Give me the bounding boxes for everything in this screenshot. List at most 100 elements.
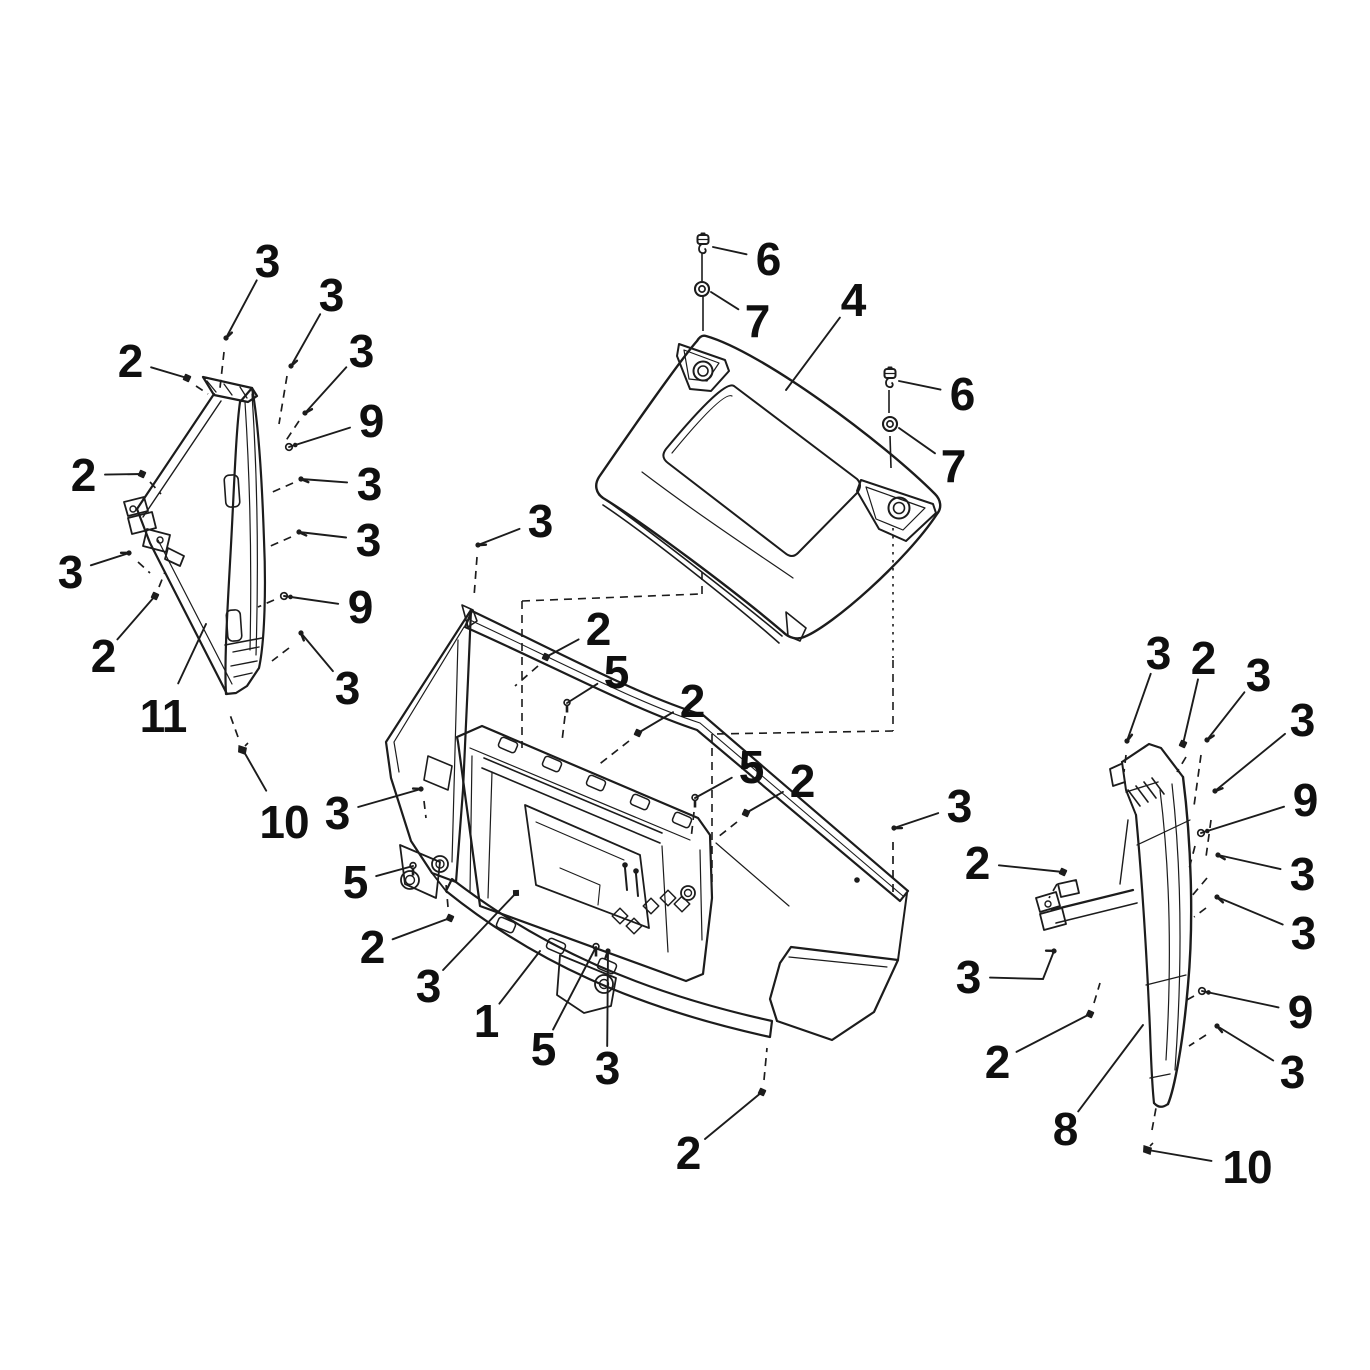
alignment-dash: [267, 482, 294, 495]
callout-number: 9: [1293, 774, 1318, 826]
bolt-fastener-icon: [1178, 739, 1188, 749]
callout-2: 2: [118, 335, 209, 395]
leader-line: [1216, 1025, 1275, 1062]
alignment-dash: [1176, 756, 1187, 773]
callout-number: 3: [1280, 1046, 1305, 1098]
callout-number: 11: [140, 690, 187, 742]
callout-number: 3: [357, 458, 382, 510]
callout-number: 7: [745, 295, 770, 347]
grommet-fastener-icon: [693, 280, 711, 298]
rivet9-fastener-icon: [284, 442, 298, 452]
screw-fastener-icon: [475, 542, 488, 548]
callout-number: 2: [790, 755, 815, 807]
rivet5-fastener-icon: [592, 942, 600, 957]
alignment-dash: [1190, 877, 1208, 898]
callout-2: 2: [717, 755, 815, 838]
screw-fastener-icon: [1215, 852, 1226, 861]
alignment-dash: [158, 571, 166, 588]
leader-line: [225, 279, 258, 339]
callout-2: 2: [71, 449, 162, 501]
callout-5: 5: [561, 646, 630, 742]
leader-line: [893, 812, 940, 829]
callout-2: 2: [91, 571, 166, 682]
callout-number: 2: [360, 921, 385, 973]
leader-line: [300, 478, 349, 484]
callout-number: 3: [595, 1042, 620, 1094]
callout-number: 3: [1290, 694, 1315, 746]
callout-3: 3: [595, 948, 620, 1094]
leader-line: [477, 527, 521, 546]
rivet5-fastener-icon: [563, 698, 571, 713]
callout-number: 2: [1191, 632, 1216, 684]
leader-line: [1182, 678, 1199, 745]
clip-fastener-icon: [238, 742, 249, 755]
alignment-dash: [1048, 883, 1058, 899]
leader-line: [89, 552, 130, 567]
callout-3: 3: [267, 458, 382, 510]
screw-fastener-icon: [298, 630, 306, 642]
callout-3: 3: [473, 495, 553, 598]
callout-2: 2: [360, 883, 455, 973]
callout-9: 9: [284, 395, 384, 452]
callout-8: 8: [1053, 1024, 1144, 1155]
bolt-fastener-icon: [1058, 867, 1068, 877]
alignment-dash: [137, 561, 151, 574]
leader-line: [606, 950, 609, 1047]
leader-line: [357, 788, 422, 808]
callout-number: 3: [356, 514, 381, 566]
pin-fastener-icon: [883, 366, 897, 389]
bolt-fastener-icon: [633, 728, 643, 738]
callout-9: 9: [1188, 774, 1318, 870]
alignment-dash: [1193, 907, 1207, 918]
leader-line: [785, 316, 841, 391]
screw-fastener-icon: [296, 529, 308, 537]
callout-10: 10: [228, 711, 310, 848]
leader-line: [1217, 854, 1282, 871]
alignment-dash: [473, 556, 478, 598]
alignment-dash: [278, 375, 288, 425]
callout-number: 9: [348, 581, 373, 633]
callout-2: 2: [514, 603, 611, 687]
leader-line: [545, 638, 580, 658]
callout-2: 2: [676, 1047, 768, 1179]
callout-number: 2: [91, 630, 116, 682]
alignment-dash: [596, 740, 630, 767]
alignment-dash: [763, 1047, 768, 1081]
callout-5: 5: [531, 942, 600, 1075]
callout-number: 5: [531, 1023, 556, 1075]
alignment-dash: [423, 800, 427, 819]
callout-number: 3: [416, 960, 441, 1012]
leader-line: [1216, 896, 1284, 926]
callout-number: 2: [680, 675, 705, 727]
callout-number: 2: [676, 1127, 701, 1179]
callout-number: 3: [58, 546, 83, 598]
alignment-dash: [228, 711, 239, 738]
callout-3: 3: [1190, 848, 1315, 900]
front-fascia-drawing: [384, 604, 910, 1042]
callout-3: 3: [891, 780, 972, 897]
callout-7: 7: [881, 415, 966, 492]
alignment-dash: [265, 536, 292, 549]
callout-1: 1: [474, 950, 541, 1047]
leader-line: [104, 473, 143, 476]
leader-line: [1206, 691, 1246, 741]
callout-3: 3: [219, 235, 280, 389]
left-fender-panel-drawing: [123, 375, 267, 696]
rivet5-fastener-icon: [691, 793, 699, 808]
callout-7: 7: [693, 280, 770, 347]
callout-3: 3: [1193, 649, 1271, 807]
callout-number: 3: [319, 269, 344, 321]
callout-10: 10: [1143, 1107, 1273, 1193]
screw-fastener-icon: [1214, 894, 1225, 904]
grommet-fastener-icon: [881, 415, 899, 433]
leader-line: [712, 246, 748, 256]
callout-number: 3: [947, 780, 972, 832]
leader-line: [1214, 732, 1286, 792]
alignment-dash: [445, 883, 449, 908]
callout-number: 2: [118, 335, 143, 387]
callout-5: 5: [690, 741, 765, 840]
callout-number: 3: [335, 662, 360, 714]
callout-number: 6: [950, 368, 975, 420]
screw-fastener-icon: [119, 550, 132, 556]
